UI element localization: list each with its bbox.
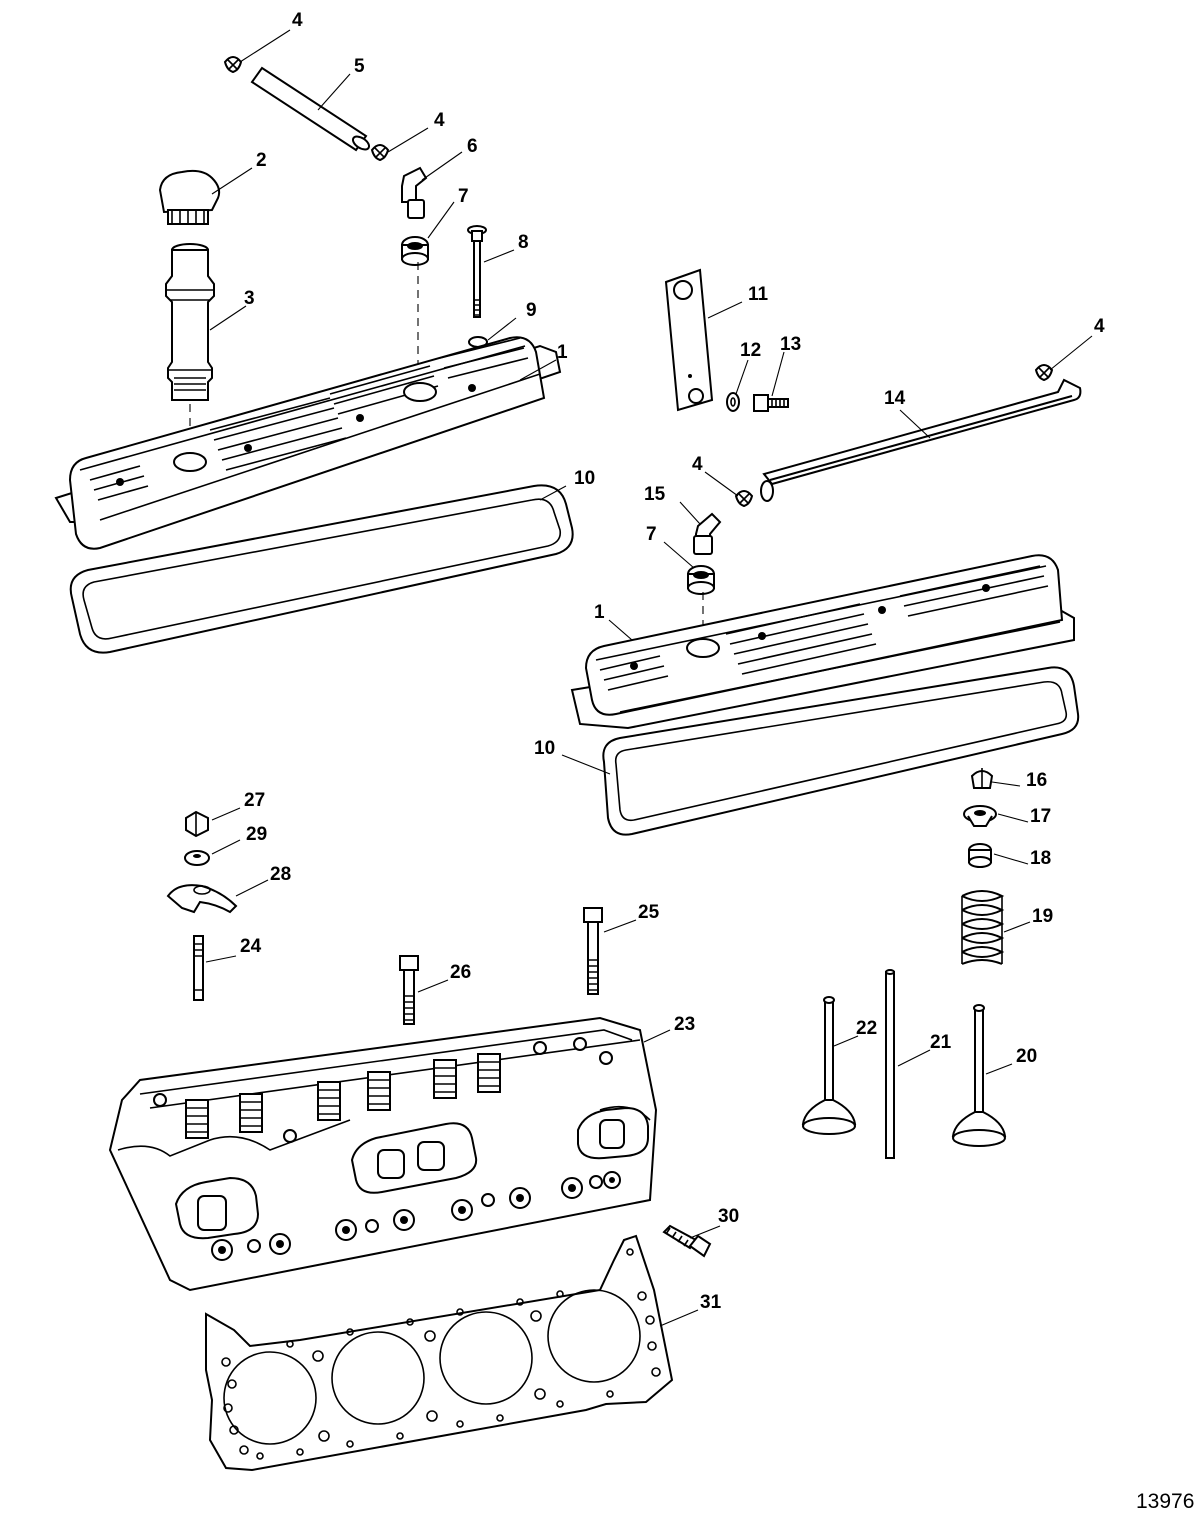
callout-10a: 10 [574,468,595,489]
rocker-ball-29 [184,850,210,866]
rocker-nut-27 [185,810,209,838]
oil-fill-tube-3 [165,243,215,401]
callout-20: 20 [1016,1046,1037,1067]
callout-11: 11 [748,284,769,305]
valve-seal-18 [968,843,992,868]
callout-labels: 4 5 4 6 2 7 8 3 9 1 10 11 12 13 4 14 4 1… [240,10,1194,1513]
callout-4a: 4 [292,10,303,31]
callout-25: 25 [638,902,660,923]
intake-valve-22 [801,996,857,1135]
callout-21: 21 [930,1032,952,1053]
callout-3: 3 [244,288,255,309]
drawing-number: 13976 [1136,1490,1194,1513]
hose-clamp-top [223,56,243,74]
callout-16: 16 [1026,770,1047,791]
spring-retainer-17 [963,805,997,827]
callout-26: 26 [450,962,471,983]
callout-18: 18 [1030,848,1051,869]
callout-2: 2 [256,150,267,171]
callout-4d: 4 [692,454,703,475]
callout-4c: 4 [1094,316,1105,337]
head-gasket-31 [205,1234,674,1472]
callout-10b: 10 [534,738,555,759]
callout-15: 15 [644,484,666,505]
hose-14 [760,378,1082,502]
grommet-7-left [401,236,429,266]
head-bolt-bosses [153,1037,621,1261]
exhaust-valve-20 [951,1004,1007,1147]
hose-clamp-mid [370,144,390,162]
gasket-10-right [602,666,1080,836]
valve-spring-19 [961,890,1005,965]
callout-1a: 1 [557,342,568,363]
cylinder-head-23 [108,1016,658,1292]
oil-fill-cap-2 [158,169,221,225]
valve-cover-1-left [54,336,562,550]
valve-keeper-16 [970,768,994,789]
installed-valve-springs [185,1053,501,1139]
callout-28: 28 [270,864,291,885]
callout-6: 6 [467,136,478,157]
rocker-stud-24 [193,935,204,1001]
callout-4b: 4 [434,110,445,131]
bolt-13 [753,394,789,412]
leader-lines [205,29,1093,1327]
callout-23: 23 [674,1014,695,1035]
valve-cover-1-right [570,554,1075,730]
pushrod-21 [885,969,895,1159]
washer-12 [726,392,740,412]
gasket-bolt-holes [221,1248,661,1460]
hose-clamp-right-mid [734,490,754,508]
callout-29: 29 [246,824,267,845]
lifting-bracket-11 [664,268,714,412]
bolt-30 [662,1224,712,1258]
gasket-10-left [69,484,574,654]
callout-22: 22 [856,1018,877,1039]
head-bolt-25 [583,907,603,995]
elbow-fitting-6 [401,166,428,219]
callout-27: 27 [244,790,265,811]
callout-13: 13 [780,334,801,355]
callout-9: 9 [526,300,537,321]
rocker-arm-28 [166,884,238,914]
callout-17: 17 [1030,806,1051,827]
elbow-fitting-15 [693,512,722,555]
head-bolt-26 [399,955,419,1025]
callout-5: 5 [354,56,365,77]
hose-5 [250,66,371,152]
grommet-7-right [687,565,715,595]
callout-30: 30 [718,1206,739,1227]
bolt-8 [467,225,487,318]
callout-7b: 7 [646,524,657,545]
callout-31: 31 [700,1292,722,1313]
callout-24: 24 [240,936,262,957]
callout-7a: 7 [458,186,469,207]
callout-12: 12 [740,340,761,361]
callout-19: 19 [1032,906,1053,927]
hose-clamp-right-top [1034,364,1054,382]
callout-14: 14 [884,388,906,409]
callout-1b: 1 [594,602,605,623]
callout-8: 8 [518,232,529,253]
